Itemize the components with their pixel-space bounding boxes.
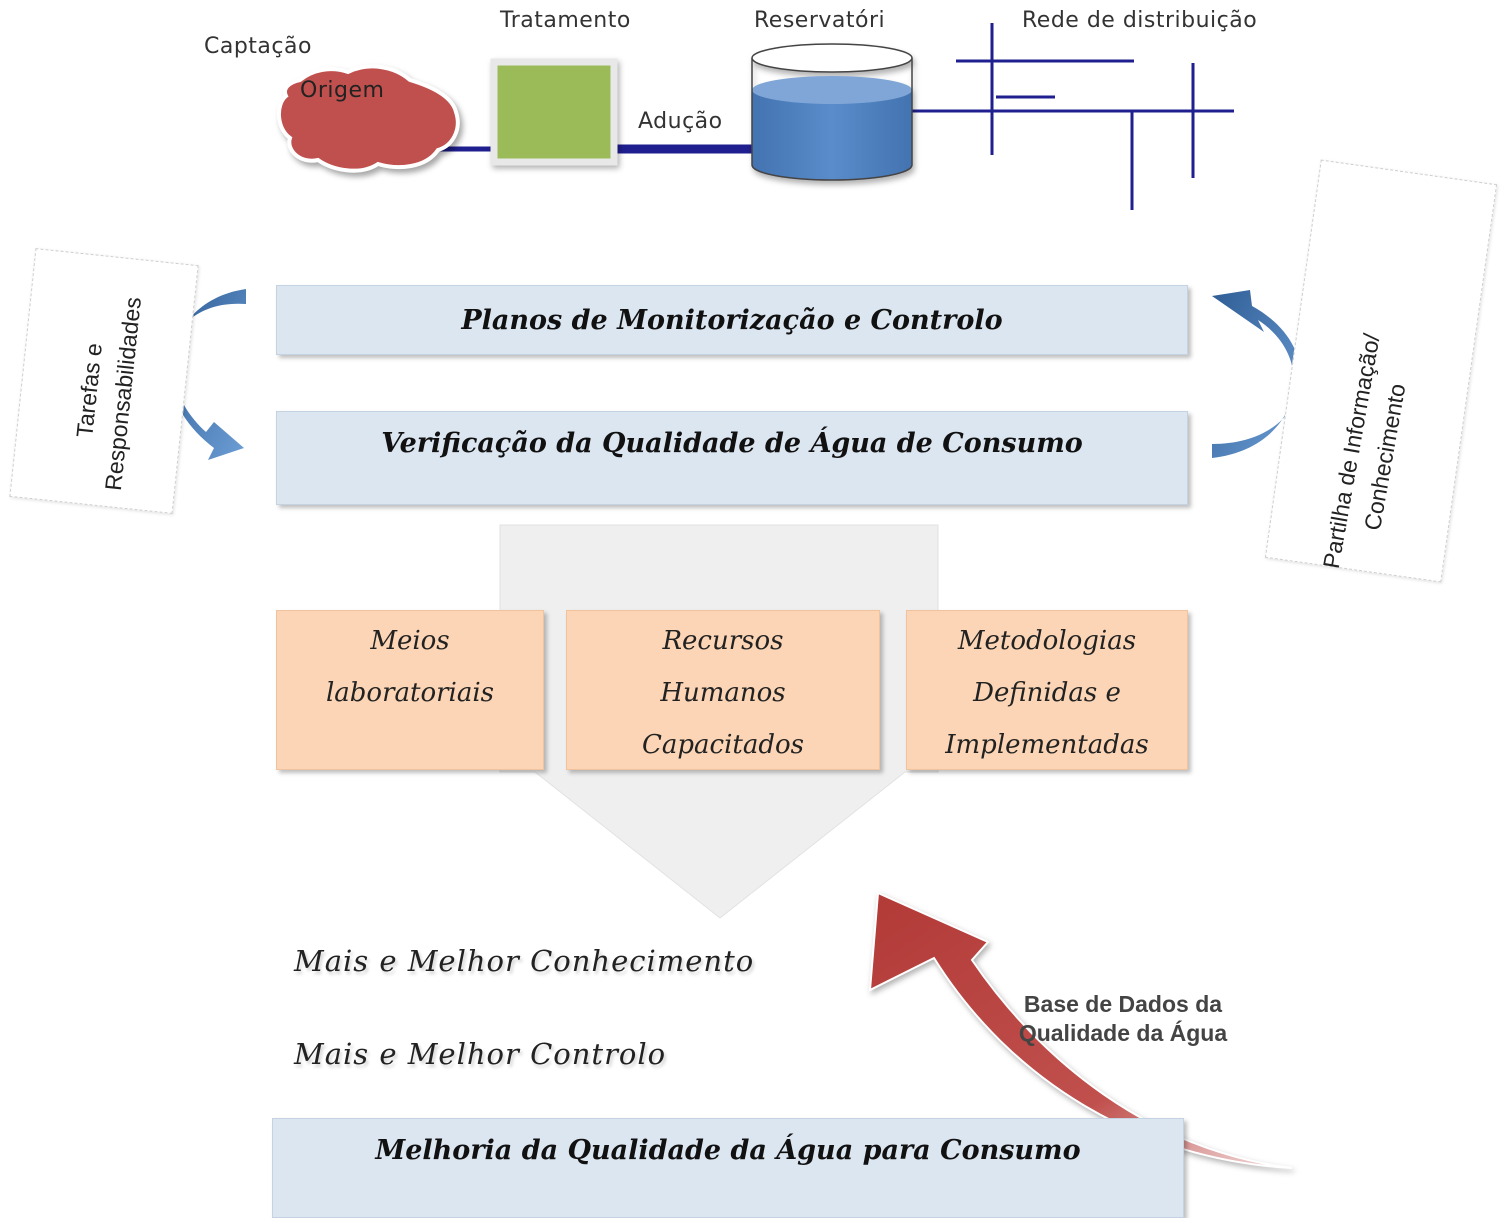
box-recursos-humanos: Recursos Humanos Capacitados: [566, 610, 880, 770]
recursos-line-1: Recursos: [662, 626, 784, 656]
label-tratamento: Tratamento: [500, 8, 631, 33]
database-label: Base de Dados da Qualidade da Água: [998, 990, 1248, 1048]
box-planos-monitorizacao: Planos de Monitorização e Controlo: [276, 285, 1188, 355]
metodologias-line-2: Definidas e: [973, 678, 1121, 708]
recursos-line-3: Capacitados: [641, 730, 804, 760]
label-captacao: Captação: [204, 34, 312, 59]
database-line-2: Qualidade da Água: [1018, 1020, 1228, 1046]
box-metodologias: Metodologias Definidas e Implementadas: [906, 610, 1188, 770]
box-meios-laboratoriais: Meios laboratoriais: [276, 610, 544, 770]
label-origem: Origem: [300, 78, 385, 103]
label-reservatorio: Reservatóri: [754, 8, 886, 33]
tratamento-shape: [490, 58, 618, 166]
outcome-controlo: Mais e Melhor Controlo: [294, 1037, 667, 1071]
distribution-network: [956, 23, 1195, 210]
meios-line-1: Meios: [370, 626, 450, 656]
metodologias-line-3: Implementadas: [945, 730, 1149, 760]
box-melhoria-label: Melhoria da Qualidade da Água para Consu…: [375, 1135, 1081, 1166]
reservatorio-shape: [751, 43, 913, 181]
label-aducao: Adução: [638, 109, 723, 134]
box-verificacao-qualidade: Verificação da Qualidade de Água de Cons…: [276, 411, 1188, 505]
box-verificacao-label: Verificação da Qualidade de Água de Cons…: [381, 428, 1083, 459]
metodologias-line-1: Metodologias: [957, 626, 1137, 656]
outcome-conhecimento: Mais e Melhor Conhecimento: [294, 944, 755, 978]
origem-shape: [277, 64, 460, 173]
right-curved-arrow: [1212, 290, 1301, 458]
left-curved-arrow: [168, 289, 246, 460]
meios-line-2: laboratoriais: [325, 678, 495, 708]
label-rede-distribuicao: Rede de distribuição: [1022, 8, 1258, 33]
database-line-1: Base de Dados da: [1023, 991, 1223, 1017]
box-melhoria-qualidade: Melhoria da Qualidade da Água para Consu…: [272, 1118, 1184, 1218]
recursos-line-2: Humanos: [660, 678, 786, 708]
box-planos-label: Planos de Monitorização e Controlo: [461, 304, 1003, 336]
